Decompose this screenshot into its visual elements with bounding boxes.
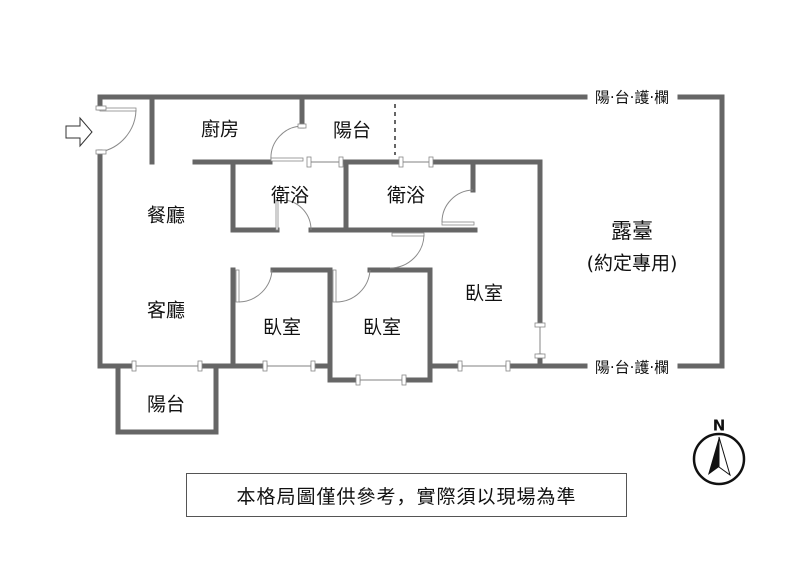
- doors: [95, 105, 475, 303]
- railing-label-bottom: 陽‧台‧護‧欄: [595, 359, 669, 377]
- compass-label: N: [713, 417, 726, 435]
- room-label-balcony-top: 陽台: [333, 120, 371, 142]
- room-label-balcony-bottom: 陽台: [147, 394, 185, 416]
- room-label-dining: 餐廳: [147, 205, 185, 227]
- railing-label-top: 陽‧台‧護‧欄: [595, 89, 669, 107]
- room-label-bath-1: 衛浴: [271, 185, 309, 207]
- terrace-note: (約定專用): [587, 253, 678, 275]
- walls: [97, 94, 725, 435]
- room-label-bedroom-3: 臥室: [465, 283, 503, 305]
- north-compass-icon: N: [692, 417, 746, 486]
- disclaimer-notice: 本格局圖僅供參考，實際須以現場為準: [186, 473, 627, 517]
- room-label-living: 客廳: [147, 300, 185, 322]
- room-label-bath-2: 衛浴: [387, 185, 425, 207]
- room-label-kitchen: 廚房: [201, 118, 239, 141]
- room-label-terrace: 露臺: [611, 219, 653, 243]
- windows: [131, 156, 546, 386]
- room-label-bedroom-1: 臥室: [263, 317, 301, 339]
- room-label-bedroom-2: 臥室: [363, 317, 401, 339]
- entrance-arrow-icon: [65, 116, 93, 148]
